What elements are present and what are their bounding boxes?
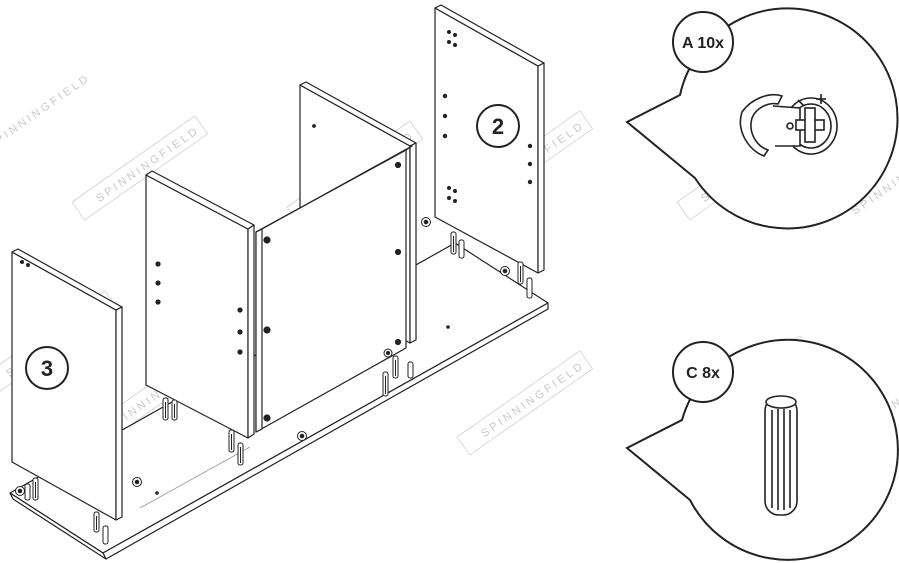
dowel-pin bbox=[458, 239, 465, 259]
watermark-9: SPINNINGFIELD bbox=[456, 350, 594, 456]
dowel-pin bbox=[93, 511, 100, 533]
cam-lock-fitting-icon bbox=[739, 94, 838, 157]
fittings bbox=[15, 217, 533, 545]
step-number-2: 2 bbox=[492, 114, 504, 139]
side-panel-3 bbox=[11, 248, 123, 521]
cam-bolt bbox=[132, 477, 142, 487]
dowel-pin bbox=[162, 397, 169, 421]
detail-bubble-c bbox=[625, 338, 899, 561]
part-a-label: A 10x bbox=[682, 35, 724, 52]
dowel-pin bbox=[237, 442, 244, 466]
wooden-dowel-icon bbox=[764, 395, 798, 516]
dowel-pin bbox=[32, 477, 39, 501]
center-front-panel bbox=[255, 145, 413, 433]
dowel-pin bbox=[171, 399, 178, 421]
dowel-pin bbox=[102, 525, 109, 545]
dowel-pin bbox=[24, 483, 31, 501]
dowel-pin bbox=[526, 277, 533, 299]
detail-bubble-a bbox=[625, 7, 899, 230]
dowel-pin bbox=[450, 231, 457, 255]
watermark-text: SPINNINGFIELD bbox=[0, 72, 93, 153]
divider-panel bbox=[145, 170, 255, 439]
watermark-1: SPINNINGFIELD bbox=[0, 72, 93, 153]
part-c-badge bbox=[672, 341, 734, 403]
part-a-detail: A 10x bbox=[625, 7, 899, 230]
watermark-text: SPINNINGFIELD bbox=[479, 359, 587, 440]
part-a-badge bbox=[672, 11, 734, 73]
cam-bolt bbox=[421, 217, 431, 227]
dowel-pin bbox=[382, 371, 389, 397]
step-number-3: 3 bbox=[41, 356, 53, 381]
dowel-pin bbox=[228, 429, 235, 453]
cam-bolt bbox=[383, 348, 393, 358]
cam-bolt bbox=[15, 486, 25, 496]
dowel-pin bbox=[517, 261, 524, 285]
dowel-pin bbox=[407, 361, 414, 379]
cam-bolt bbox=[500, 266, 510, 276]
cam-bolt bbox=[297, 431, 307, 441]
dowel-pin bbox=[392, 355, 399, 379]
step-callout-3: 3 bbox=[25, 346, 69, 390]
step-callout-2: 2 bbox=[476, 104, 520, 148]
part-c-label: C 8x bbox=[686, 365, 720, 382]
part-c-detail: C 8x bbox=[625, 338, 899, 561]
